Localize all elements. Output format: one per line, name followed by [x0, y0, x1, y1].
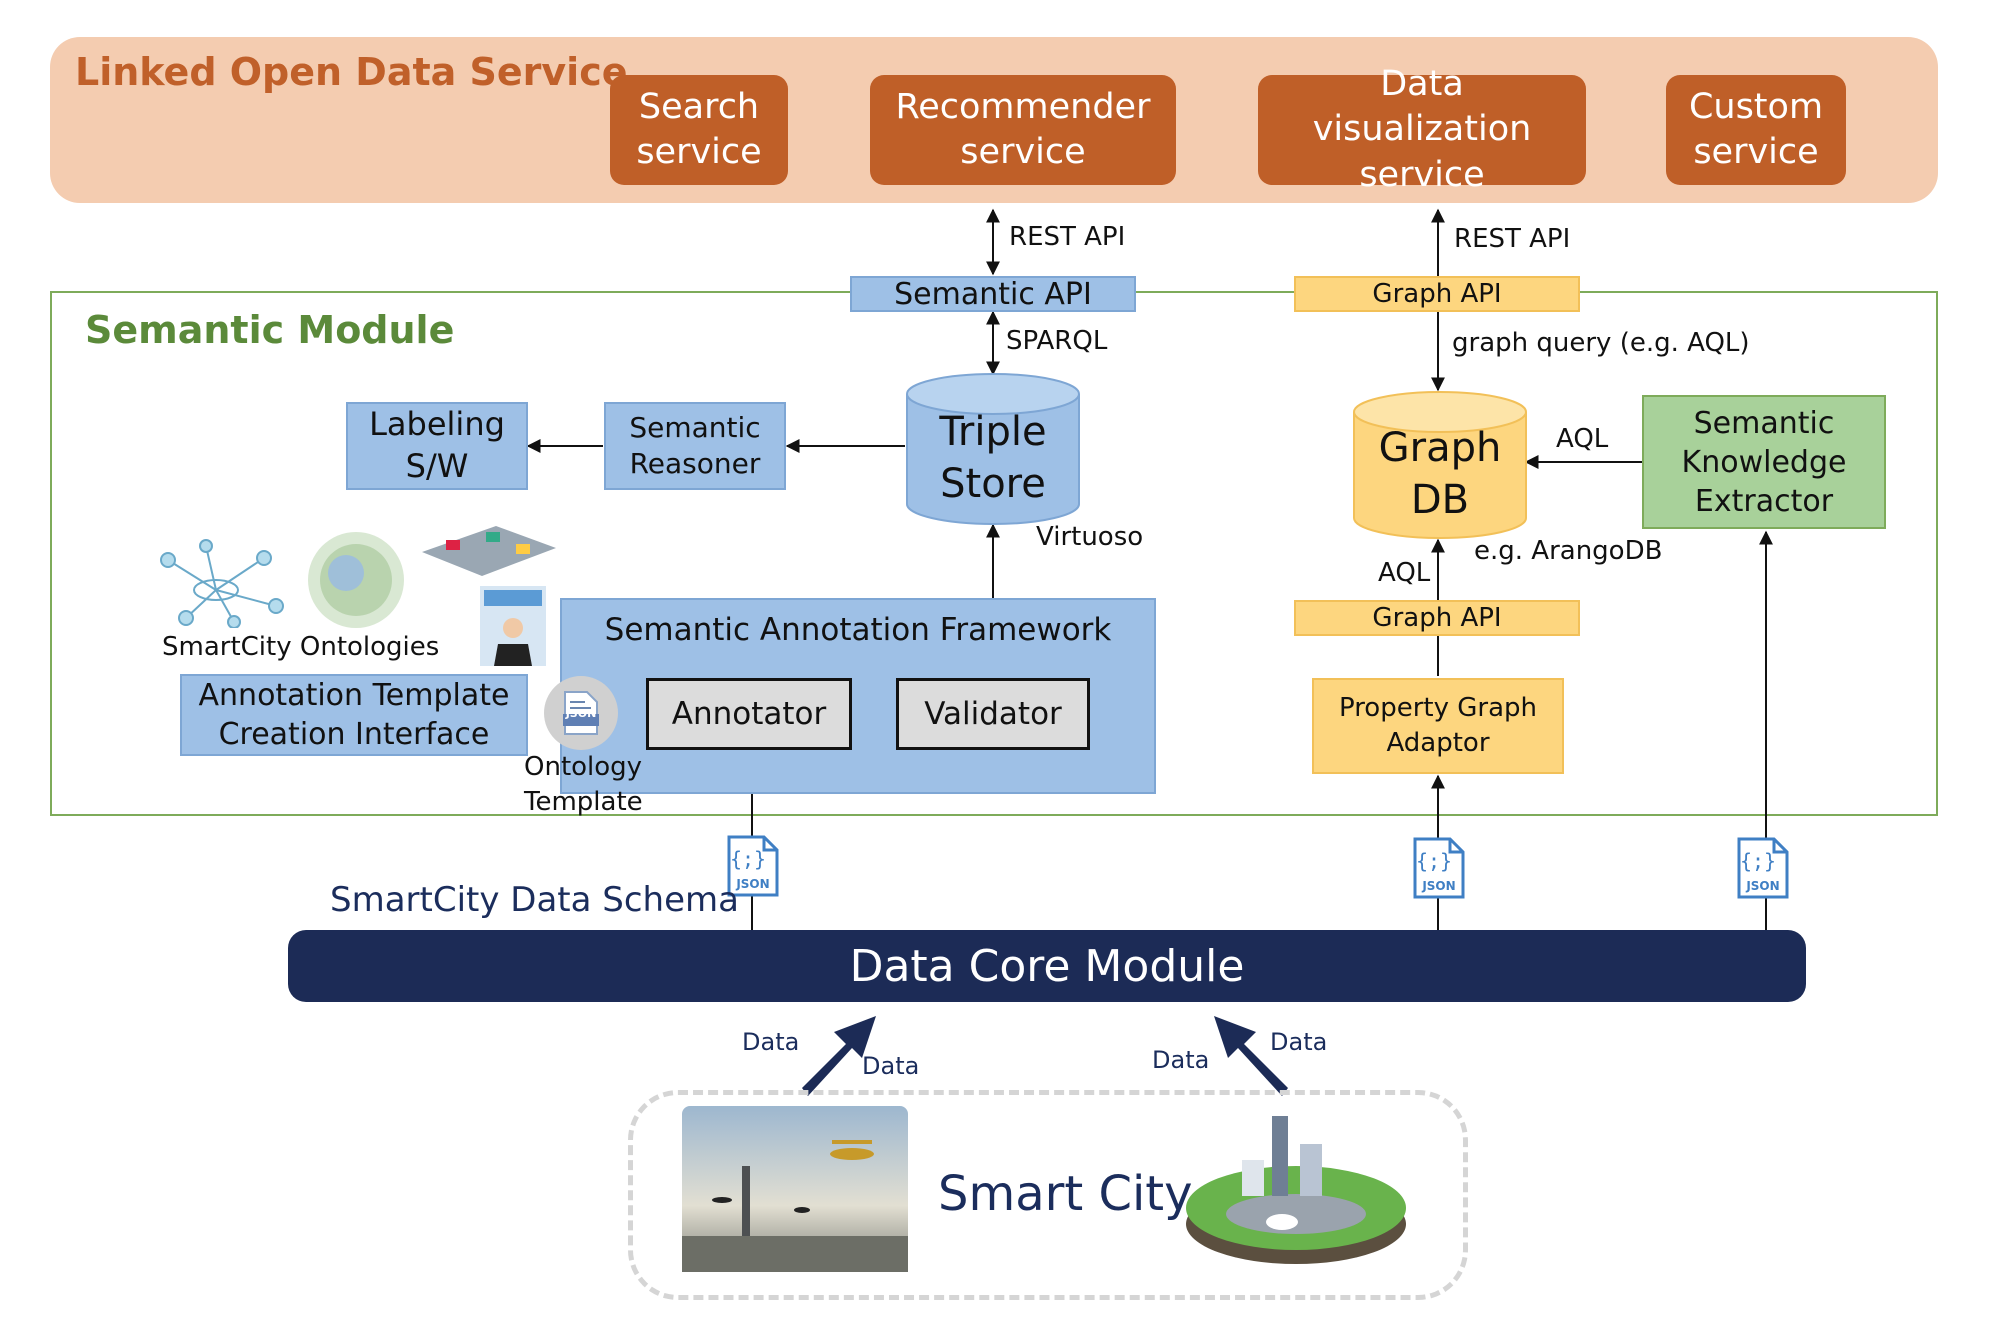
graph-db-cylinder[interactable]	[1352, 390, 1528, 540]
smartcity-data-schema-label: SmartCity Data Schema	[330, 880, 739, 920]
annotation-template-interface-label: Annotation Template Creation Interface	[198, 678, 510, 752]
data-label-4: Data	[1270, 1028, 1328, 1056]
validator[interactable]: Validator	[896, 678, 1090, 750]
lod-title: Linked Open Data Service	[75, 50, 628, 94]
data-visualization-service[interactable]: Data visualization service	[1258, 64, 1586, 195]
svg-text:{;}: {;}	[1740, 849, 1776, 873]
svg-text:{;}: {;}	[1416, 849, 1452, 873]
data-label-3: Data	[1152, 1046, 1210, 1074]
json-file-icon-2: {;}	[1413, 837, 1465, 899]
smart-city-label: Smart City	[938, 1166, 1193, 1222]
annotator-label: Annotator	[671, 696, 827, 732]
aql-label-1: AQL	[1556, 424, 1609, 454]
graph-db-label: Graph DB	[1378, 425, 1502, 523]
semantic-reasoner[interactable]: Semantic Reasoner	[604, 402, 786, 490]
data-arrow-up-right	[802, 1016, 876, 1096]
json-file-icon-1: {;}	[727, 835, 779, 897]
property-graph-adaptor[interactable]: Property Graph Adaptor	[1312, 678, 1564, 774]
rest-api-label-1: REST API	[1009, 222, 1126, 252]
drone-icon	[830, 1140, 874, 1160]
annotation-framework-title: Semantic Annotation Framework	[604, 612, 1112, 648]
svg-text:{;}: {;}	[730, 847, 766, 871]
data-arrow-up-left	[1214, 1016, 1288, 1096]
semantic-knowledge-extractor[interactable]: Semantic Knowledge Extractor	[1642, 395, 1886, 529]
sparql-label: SPARQL	[1006, 326, 1108, 356]
labeling-sw-label: Labeling S/W	[369, 405, 505, 485]
labeling-sw[interactable]: Labeling S/W	[346, 402, 528, 490]
json-file-icon-3-text: JSON	[1746, 879, 1780, 893]
data-core-module[interactable]: Data Core Module	[288, 930, 1806, 1002]
custom-service[interactable]: Custom service	[1666, 75, 1846, 185]
ontology-json-badge-text: JSON	[565, 706, 597, 720]
semantic-reasoner-label: Semantic Reasoner	[629, 410, 761, 480]
json-file-icon-3: {;}	[1737, 837, 1789, 899]
triple-store-cylinder[interactable]	[905, 372, 1081, 528]
ontology-json-icon	[544, 676, 618, 750]
validator-label: Validator	[924, 696, 1062, 732]
data-label-1: Data	[742, 1028, 800, 1056]
graph-query-label: graph query (e.g. AQL)	[1452, 328, 1750, 358]
ontology-illustrations	[160, 526, 556, 628]
graph-api-top-label: Graph API	[1372, 279, 1502, 309]
smart-city-island-image	[1186, 1116, 1406, 1264]
ontology-graph-icon	[160, 539, 284, 628]
graph-api-mid-label: Graph API	[1372, 603, 1502, 633]
annotation-template-interface[interactable]: Annotation Template Creation Interface	[180, 674, 528, 756]
triple-store-label: Triple Store	[939, 409, 1047, 507]
rest-api-label-2: REST API	[1454, 224, 1571, 254]
semantic-module-title: Semantic Module	[85, 308, 455, 352]
data-core-module-label: Data Core Module	[849, 940, 1245, 992]
data-label-2: Data	[862, 1052, 920, 1080]
virtuoso-label: Virtuoso	[1036, 522, 1144, 552]
ontology-template-label: Ontology Template	[524, 752, 643, 818]
custom-service-label: Custom service	[1688, 86, 1824, 173]
aql-label-2: AQL	[1378, 558, 1431, 588]
ontology-cloud-icon	[308, 532, 404, 628]
annotator[interactable]: Annotator	[646, 678, 852, 750]
weather-person-icon	[480, 586, 546, 666]
property-graph-adaptor-label: Property Graph Adaptor	[1338, 692, 1538, 758]
graph-api-mid[interactable]: Graph API	[1294, 600, 1580, 636]
drone-city-image	[682, 1106, 908, 1272]
city-map-icon	[422, 526, 556, 576]
semantic-api[interactable]: Semantic API	[850, 276, 1136, 312]
recommender-service-label: Recommender service	[895, 86, 1151, 173]
arangodb-label: e.g. ArangoDB	[1474, 536, 1663, 566]
knowledge-extractor-label: Semantic Knowledge Extractor	[1681, 405, 1847, 519]
semantic-api-label: Semantic API	[894, 276, 1092, 312]
document-icon	[563, 691, 599, 735]
recommender-service[interactable]: Recommender service	[870, 75, 1176, 185]
smartcity-ontologies-label: SmartCity Ontologies	[162, 632, 440, 662]
graph-api-top[interactable]: Graph API	[1294, 276, 1580, 312]
json-file-icon-2-text: JSON	[1422, 879, 1456, 893]
data-visualization-service-label: Data visualization service	[1312, 63, 1532, 195]
search-service-label: Search service	[636, 86, 762, 173]
search-service[interactable]: Search service	[610, 75, 788, 185]
smart-city-frame	[628, 1090, 1468, 1300]
json-file-icon-1-text: JSON	[736, 877, 770, 891]
